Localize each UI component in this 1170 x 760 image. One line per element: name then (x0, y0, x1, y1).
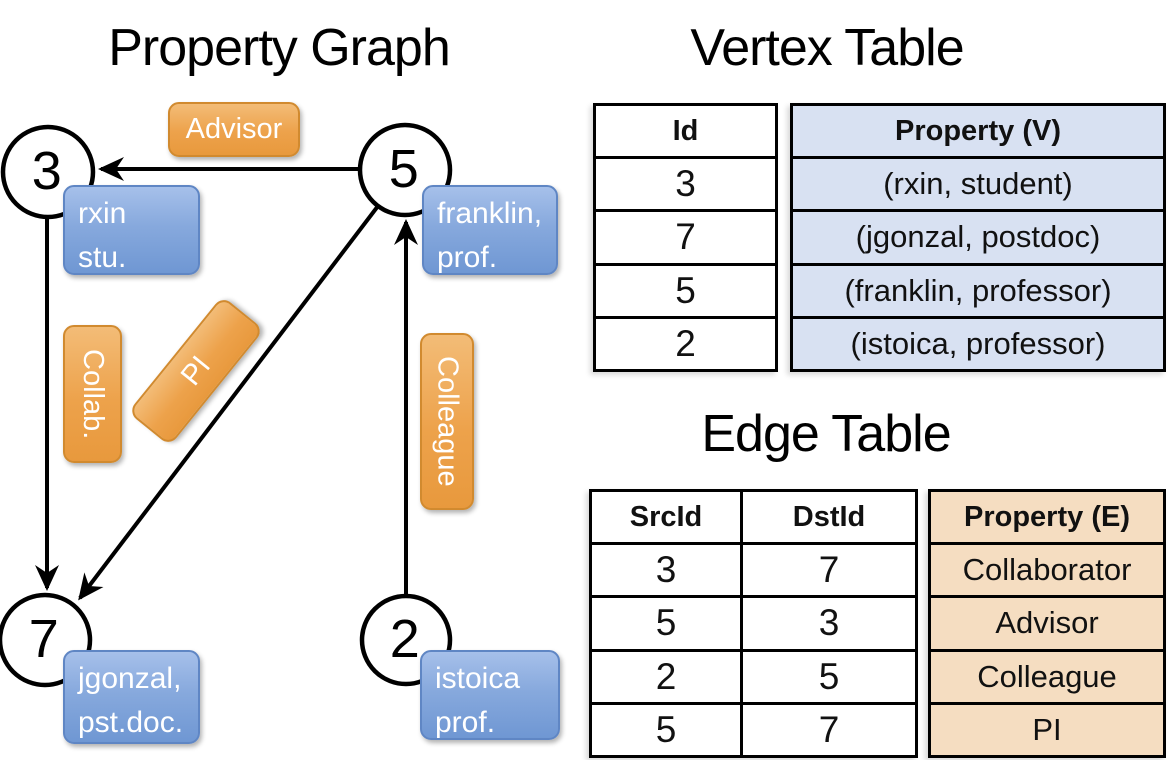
vertex-table-cell-id: 7 (596, 212, 775, 266)
edge-label-colleague: Colleague (420, 333, 474, 510)
edge-table-title: Edge Table (701, 405, 951, 463)
vertex-table-cell-property: (jgonzal, postdoc) (793, 212, 1163, 266)
vertex-property-line: rxin (78, 197, 127, 230)
edge-table-cell-property: PI (931, 704, 1163, 755)
vertex-property-box-5: franklin, prof. (422, 185, 558, 275)
edge-label-text: Collab. (77, 348, 109, 440)
vertex-property-box-3: rxin stu. (63, 185, 200, 275)
node-id-7: 7 (28, 608, 59, 669)
edge-table-id-columns: SrcId DstId 3 7 5 3 2 5 5 7 (589, 489, 918, 758)
edge-table-cell-srcid: 5 (592, 704, 743, 755)
edge-label-advisor: Advisor (168, 102, 300, 157)
node-id-3: 3 (31, 140, 62, 201)
vertex-table-cell-property: (rxin, student) (793, 159, 1163, 213)
vertex-property-line: jgonzal, (78, 662, 182, 695)
vertex-table-cell-id: 5 (596, 266, 775, 319)
edge-table-header-dstid: DstId (792, 500, 866, 533)
vertex-property-line: prof. (437, 240, 498, 274)
edge-table-cell-srcid: 2 (592, 651, 743, 702)
vertex-property-line: franklin, (437, 197, 543, 230)
vertex-table-cell-property: (istoica, professor) (793, 318, 1163, 369)
edge-label-text: PI (174, 349, 217, 392)
edge-table-cell-dstid: 3 (818, 602, 840, 644)
edge-table-row: 5 3 (592, 598, 915, 652)
vertex-table-property-column: Property (V) (rxin, student) (jgonzal, p… (790, 103, 1166, 372)
edge-table-cell-dstid: 7 (818, 549, 840, 591)
vertex-property-box-2: istoica prof. (420, 650, 560, 740)
vertex-table-cell-id: 3 (596, 159, 775, 213)
edge-label-text: Colleague (431, 356, 464, 487)
edge-table-cell-srcid: 3 (592, 545, 743, 596)
vertex-property-line: pst.doc. (78, 705, 184, 739)
edge-table-property-column: Property (E) Collaborator Advisor Collea… (928, 489, 1166, 758)
edge-table-cell-dstid: 5 (818, 655, 840, 697)
edge-table-header-row: SrcId DstId (592, 492, 915, 545)
node-id-2: 2 (389, 608, 420, 669)
property-graph-title: Property Graph (108, 19, 451, 77)
edge-label-collab: Collab. (63, 325, 122, 463)
edge-table-row: 5 7 (592, 704, 915, 755)
edge-table-row: 3 7 (592, 545, 915, 599)
edge-pi-5-to-7 (78, 204, 380, 601)
vertex-property-line: prof. (435, 705, 496, 739)
edge-table-header-property: Property (E) (931, 492, 1163, 545)
vertex-table-header-id: Id (596, 106, 775, 159)
edge-table-cell-property: Collaborator (931, 545, 1163, 599)
vertex-table-id-column: Id 3 7 5 2 (593, 103, 778, 372)
edge-table-cell-dstid: 7 (818, 708, 840, 750)
vertex-table-header-property: Property (V) (793, 106, 1163, 159)
edge-label-text: Advisor (185, 113, 283, 145)
vertex-table-cell-id: 2 (675, 322, 696, 364)
vertex-table-title: Vertex Table (690, 19, 964, 77)
edge-table-cell-property: Advisor (931, 598, 1163, 652)
edge-table-row: 2 5 (592, 651, 915, 705)
edge-table-header-srcid: SrcId (592, 492, 743, 542)
vertex-property-box-7: jgonzal, pst.doc. (63, 650, 200, 744)
edge-table-cell-property: Colleague (931, 651, 1163, 705)
vertex-property-line: stu. (78, 240, 127, 274)
node-id-5: 5 (388, 138, 419, 199)
vertex-table-cell-property: (franklin, professor) (793, 265, 1163, 319)
vertex-property-line: istoica (435, 662, 521, 695)
edge-table-cell-srcid: 5 (592, 598, 743, 649)
